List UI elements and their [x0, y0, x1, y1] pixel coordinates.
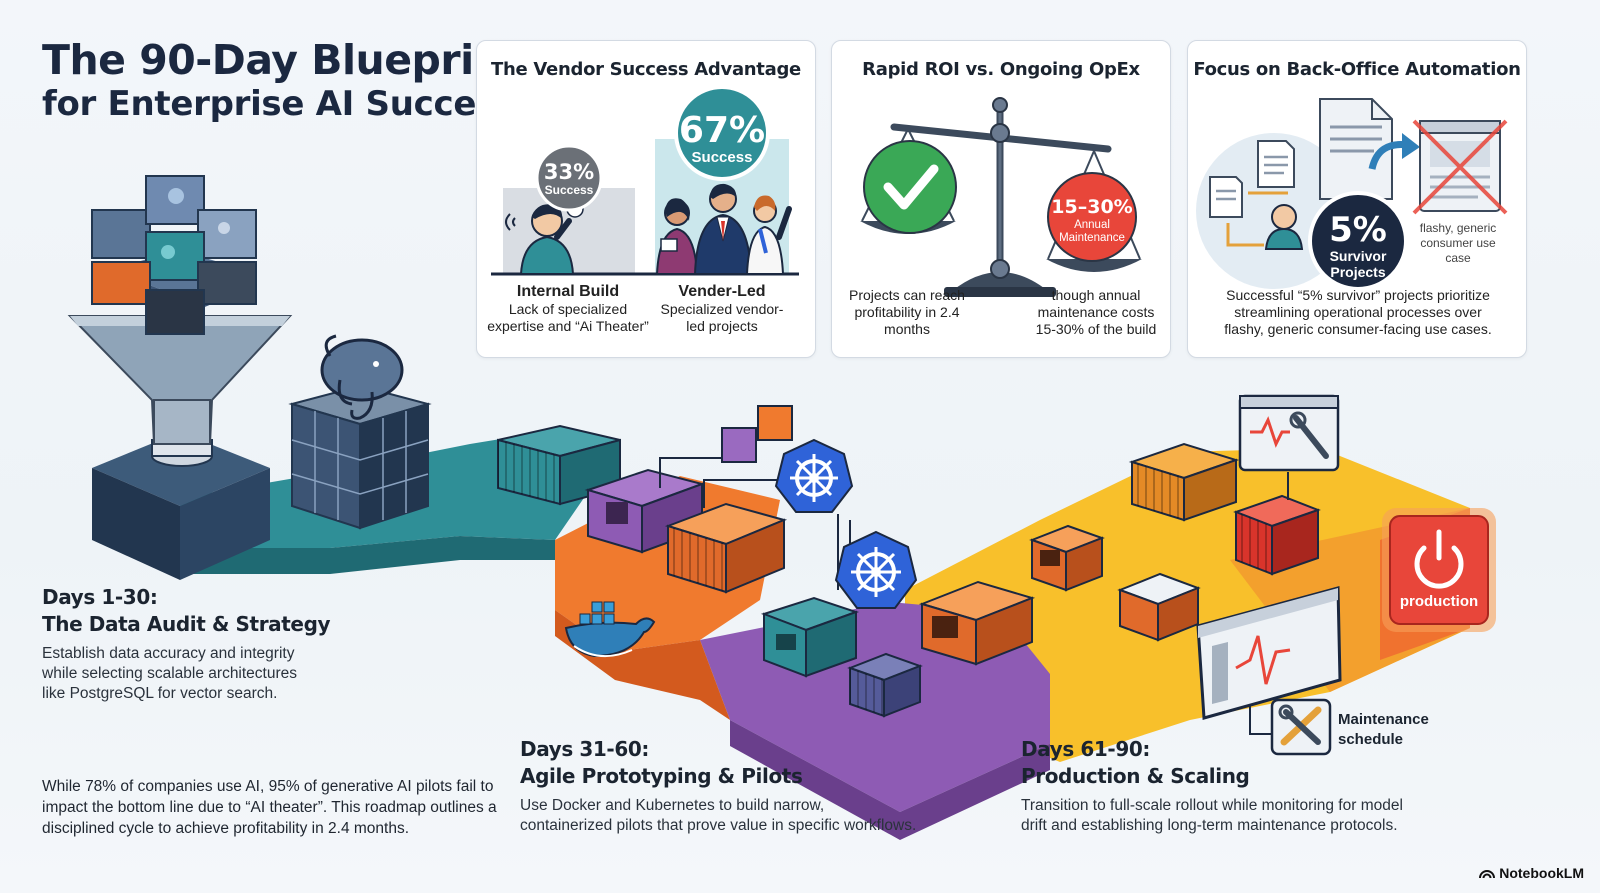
stage-3-description: Transition to full-scale rollout while m… [1021, 797, 1403, 834]
document-icon [1319, 98, 1393, 200]
checkmark-icon [863, 140, 957, 234]
vendor-card-illustration: 33% Success 67% Success [491, 85, 799, 276]
vendor-card-title: The Vendor Success Advantage [491, 59, 801, 80]
survivor-label: Survivor [1330, 248, 1387, 264]
stage-2-days: Days 31-60: [520, 737, 649, 761]
small-cubes-icon [721, 405, 793, 463]
maintenance-badge [1047, 172, 1137, 262]
red-container [1233, 494, 1321, 576]
business-team-icon [655, 183, 792, 275]
intro-paragraph: While 78% of companies use AI, 95% of ge… [42, 778, 497, 837]
funnel-icon [67, 315, 293, 580]
brand-label: NotebookLM [1499, 865, 1584, 881]
production-label: production [1400, 593, 1478, 610]
small-document-icon [1209, 140, 1295, 218]
power-button-icon [1382, 508, 1496, 632]
survivor-pct: 5% [1329, 210, 1387, 250]
navy-container [847, 652, 923, 718]
backoffice-text: Successful “5% survivor” projects priori… [1224, 287, 1492, 337]
white-top-container [1117, 572, 1201, 642]
stage-1-description: Establish data accuracy and integrity wh… [42, 645, 298, 702]
title-line-2: for Enterprise AI Success [42, 84, 516, 125]
kubernetes-helm-icon [774, 438, 854, 513]
orange-container [918, 580, 1036, 666]
internal-success-badge [535, 144, 603, 212]
orange-container [1128, 442, 1240, 522]
page-title: The 90-Day Blueprint for Enterprise AI S… [42, 36, 522, 125]
roi-right-text: though annual maintenance costs 15-30% o… [1035, 287, 1157, 337]
stage-1-heading: Days 1-30: The Data Audit & Strategy [42, 584, 331, 638]
backoffice-card: Focus on Back-Office Automation [1187, 40, 1527, 358]
maintenance-label-maintenance: Maintenance [1059, 232, 1125, 244]
purple-container [584, 468, 706, 554]
internal-success-pct: 33% [544, 160, 594, 184]
stage-2-name: Agile Prototyping & Pilots [520, 764, 803, 788]
internal-build-caption: Internal Build Lack of specialized exper… [483, 283, 653, 335]
vendor-led-heading: Vender-Led [678, 283, 766, 300]
docker-whale-icon [564, 601, 656, 658]
survivor-badge [1308, 191, 1408, 291]
vendor-led-text: Specialized vendor-led projects [660, 301, 784, 334]
monitoring-screen-icon [1238, 394, 1340, 472]
maintenance-label-annual: Annual [1074, 219, 1110, 231]
internal-build-text: Lack of specialized expertise and “Ai Th… [487, 301, 649, 334]
stage-2-description: Use Docker and Kubernetes to build narro… [520, 797, 917, 834]
stage-3-days: Days 61-90: [1021, 737, 1150, 761]
vendor-success-badge [674, 85, 770, 181]
teal-container [497, 424, 621, 506]
notebooklm-brand: NotebookLM [1479, 865, 1584, 881]
person-icon [1264, 204, 1304, 250]
projects-label: Projects [1330, 264, 1385, 280]
roi-card-title: Rapid ROI vs. Ongoing OpEx [862, 59, 1140, 80]
wrench-screwdriver-icon [1270, 698, 1332, 756]
stage-1-days: Days 1-30: [42, 585, 158, 609]
stage-1-name: The Data Audit & Strategy [42, 612, 331, 636]
maintenance-schedule-label-1: Maintenance [1338, 711, 1429, 728]
database-cube-icon [288, 384, 432, 530]
teal-container [760, 596, 860, 678]
orange-container [664, 502, 788, 594]
vendor-success-pct: 67% [679, 110, 765, 151]
flashy-use-case-label: flashy, generic consumer use case [1419, 221, 1497, 265]
backoffice-illustration: 5% Survivor Projects [1196, 98, 1508, 291]
crossed-out-screen-icon [1412, 119, 1508, 215]
orange-container [1029, 524, 1105, 592]
data-cubes-icon [91, 175, 257, 335]
maintenance-schedule-label-2: schedule [1338, 731, 1403, 748]
stage-2-heading: Days 31-60: Agile Prototyping & Pilots [520, 736, 803, 790]
frustrated-person-icon [505, 200, 584, 275]
postgresql-elephant-icon [320, 334, 404, 420]
backoffice-card-title: Focus on Back-Office Automation [1193, 59, 1521, 80]
scale-icon: 15–30% Annual Maintenance [860, 97, 1142, 297]
internal-build-heading: Internal Build [516, 283, 620, 300]
notebooklm-logo-icon [1479, 870, 1496, 879]
vendor-success-label: Success [692, 149, 753, 166]
title-line-1: The 90-Day Blueprint [42, 36, 522, 84]
maintenance-pct: 15–30% [1051, 196, 1132, 218]
vendor-led-caption: Vender-Led Specialized vendor-led projec… [655, 283, 789, 335]
roi-left-text: Projects can reach profitability in 2.4 … [849, 287, 965, 337]
stage-3-heading: Days 61-90: Production & Scaling [1021, 736, 1250, 790]
stage-3-name: Production & Scaling [1021, 764, 1250, 788]
roi-card: Rapid ROI vs. Ongoing OpEx 15–30% Annual… [831, 40, 1171, 358]
internal-success-label: Success [545, 183, 594, 197]
vendor-success-card: The Vendor Success Advantage [476, 40, 816, 358]
kubernetes-helm-icon [834, 530, 918, 609]
monitor-icon [1196, 586, 1342, 720]
